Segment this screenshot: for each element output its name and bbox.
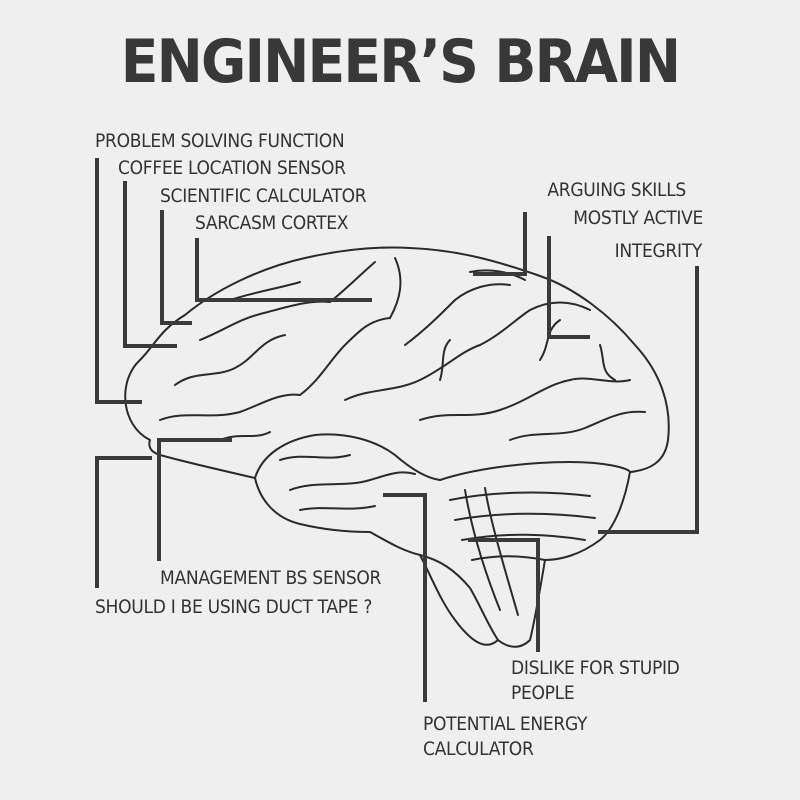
cerebellum-fold: [449, 491, 591, 501]
label-dislike-line1: DISLIKE FOR STUPID: [511, 657, 680, 679]
label-dislike-line2: PEOPLE: [511, 682, 575, 704]
pointer-lines: [95, 158, 699, 702]
brain-fold: [159, 393, 301, 421]
brain-fold: [389, 257, 402, 319]
brain-fold: [479, 301, 591, 346]
brain-fold: [174, 334, 286, 386]
label-duct-tape: SHOULD I BE USING DUCT TAPE ?: [95, 596, 373, 618]
cerebellum-fold: [471, 555, 546, 561]
brain-fold: [599, 344, 616, 381]
label-scientific-calculator: SCIENTIFIC CALCULATOR: [160, 185, 367, 207]
brain-fold: [279, 454, 351, 461]
brain-fold: [289, 471, 416, 491]
brain-fold: [329, 261, 376, 303]
label-sarcasm-cortex: SARCASM CORTEX: [195, 212, 349, 234]
label-arguing-skills: ARGUING SKILLS: [547, 179, 686, 201]
dislike-stupid-pointer: [468, 538, 540, 652]
label-problem-solving: PROBLEM SOLVING FUNCTION: [95, 130, 345, 152]
sarcasm-cortex-pointer: [195, 238, 372, 302]
cerebellum: [439, 461, 631, 481]
brain-fold: [569, 377, 631, 383]
brain-stem: [419, 554, 499, 646]
page-title: ENGINEER’S BRAIN: [120, 27, 681, 97]
brain-fold: [404, 283, 511, 346]
management-bs-pointer: [157, 438, 232, 561]
brain-fold: [439, 339, 451, 381]
temporal-lobe: [254, 433, 441, 481]
cerebellum-fold: [464, 489, 501, 611]
cerebrum-outline: [124, 246, 670, 648]
label-potential-line2: CALCULATOR: [423, 738, 534, 760]
label-coffee-location: COFFEE LOCATION SENSOR: [118, 157, 346, 179]
brain-fold: [344, 344, 481, 401]
problem-solving-pointer: [95, 158, 142, 404]
brain-fold: [469, 269, 526, 281]
arguing-skills-pointer: [473, 212, 527, 276]
brain-fold: [229, 281, 301, 301]
mostly-active-pointer: [547, 236, 590, 339]
duct-tape-pointer: [95, 456, 152, 588]
integrity-pointer: [598, 266, 699, 534]
potential-energy-pointer: [383, 493, 427, 702]
brain-fold: [299, 505, 376, 511]
label-management-bs: MANAGEMENT BS SENSOR: [160, 567, 382, 589]
brain-drawing: [124, 246, 670, 648]
brain-fold: [509, 410, 646, 441]
cerebellum-fold: [454, 512, 596, 521]
cerebellum-fold: [484, 487, 519, 616]
brain-fold: [299, 317, 391, 396]
scientific-calculator-pointer: [160, 210, 192, 325]
label-mostly-active: MOSTLY ACTIVE: [573, 207, 703, 229]
label-potential-line1: POTENTIAL ENERGY: [423, 713, 588, 735]
brain-fold: [419, 379, 571, 421]
brain-fold: [199, 300, 331, 341]
coffee-location-pointer: [123, 181, 177, 348]
label-integrity: INTEGRITY: [614, 240, 703, 262]
